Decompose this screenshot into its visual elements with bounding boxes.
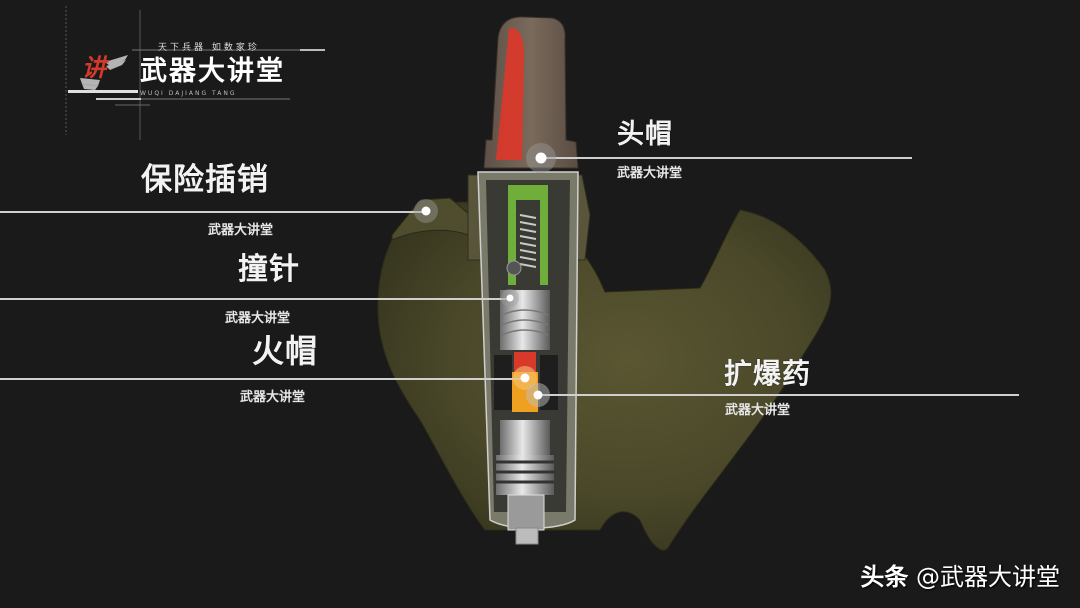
callout-subtitle-primer: 武器大讲堂 (240, 390, 306, 405)
logo-decorations (65, 6, 325, 140)
callout-subtitle-firing-pin: 武器大讲堂 (225, 311, 291, 326)
callout-subtitle-booster-charge: 武器大讲堂 (725, 403, 791, 418)
callout-title-firing-pin: 撞针 (238, 252, 300, 287)
primer-shape (514, 352, 536, 372)
watermark-brand: 头条 (860, 563, 909, 591)
logo-slogan: 天下兵器 如数家珍 (158, 43, 260, 53)
callout-title-safety-pin: 保险插销 (141, 162, 269, 198)
callout-subtitle-head-cap: 武器大讲堂 (617, 166, 683, 181)
callout-title-head-cap: 头帽 (617, 119, 673, 150)
logo-mark: 讲 (82, 54, 106, 82)
watermark-handle: @武器大讲堂 (916, 563, 1060, 591)
logo-subcode: WUQI DAJIANG TANG (140, 90, 237, 97)
logo-title: 武器大讲堂 (140, 56, 285, 87)
leader-line-primer (0, 378, 525, 380)
leader-line-safety-pin (0, 211, 426, 213)
callout-subtitle-safety-pin: 武器大讲堂 (208, 223, 274, 238)
leader-line-firing-pin (0, 298, 510, 300)
callout-title-primer: 火帽 (252, 332, 319, 370)
wings-emblem (80, 55, 128, 90)
callout-title-booster-charge: 扩爆药 (724, 357, 812, 390)
leader-line-booster-charge (538, 394, 1019, 396)
watermark: 头条 @武器大讲堂 (860, 557, 1060, 592)
leader-line-head-cap (541, 157, 912, 159)
